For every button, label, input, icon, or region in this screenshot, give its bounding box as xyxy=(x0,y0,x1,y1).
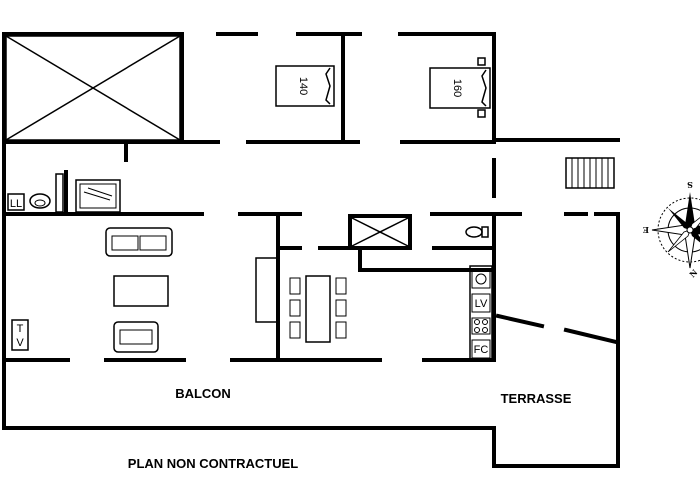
coffee-table-icon xyxy=(113,275,169,307)
tv-unit: T V xyxy=(11,319,29,351)
balcon-label: BALCON xyxy=(175,386,231,401)
compass-s: S xyxy=(687,180,693,190)
tv-label-bottom: V xyxy=(16,337,24,349)
compass-n: N xyxy=(687,267,699,279)
toilet-icon xyxy=(465,226,489,238)
dishwasher-label: LV xyxy=(475,298,488,310)
washing-machine: LL xyxy=(7,193,25,211)
shower-icon xyxy=(55,173,64,213)
cooktop-icon xyxy=(471,317,491,335)
kitchen-counter: LV FC xyxy=(469,265,493,361)
sofa-icon xyxy=(105,227,173,257)
stairs-icon xyxy=(565,157,615,189)
oven-label: FC xyxy=(474,344,489,356)
bed-140: 140 xyxy=(275,65,335,107)
bathtub-icon xyxy=(75,179,121,213)
bed-140-label: 140 xyxy=(297,77,309,95)
bed-160: 160 xyxy=(429,57,491,118)
bed-160-label: 160 xyxy=(451,79,463,97)
tv-label-top: T xyxy=(17,323,24,335)
void-box-small xyxy=(348,214,412,250)
compass-e: E xyxy=(643,225,649,235)
walls xyxy=(2,32,620,468)
washbasin-icon xyxy=(29,193,51,209)
dining-table-icon xyxy=(289,275,347,343)
washing-machine-label: LL xyxy=(10,198,22,210)
void-box-large xyxy=(5,35,181,141)
terrasse-label: TERRASSE xyxy=(501,391,572,406)
compass-rose-icon: S N E xyxy=(643,180,700,279)
disclaimer-label: PLAN NON CONTRACTUEL xyxy=(128,456,298,471)
sink-icon xyxy=(471,269,491,289)
sideboard-icon xyxy=(255,257,279,323)
armchair-icon xyxy=(113,321,159,353)
